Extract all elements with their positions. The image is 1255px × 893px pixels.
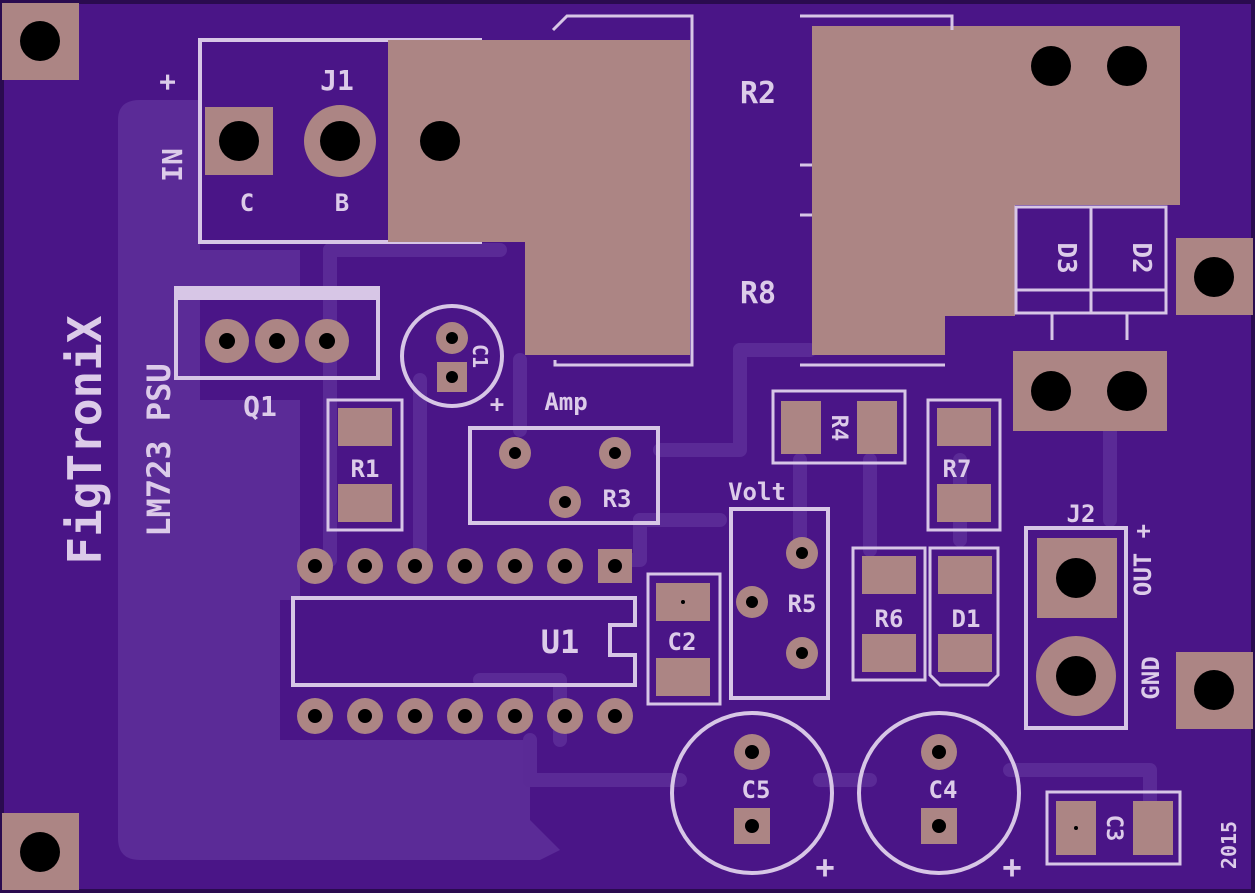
copper-traces	[323, 243, 1157, 817]
power-resistor-pads	[388, 14, 1180, 367]
r6-label: R6	[875, 605, 904, 633]
j1-connector	[198, 38, 482, 244]
ground-plane	[118, 100, 560, 860]
c2-capacitor	[646, 572, 722, 706]
amp-label: Amp	[544, 388, 587, 416]
j1-c-label: C	[240, 189, 254, 217]
c2-label: C2	[668, 628, 697, 656]
r8-label: R8	[740, 276, 776, 311]
d2-label: D2	[1126, 242, 1156, 273]
c3-capacitor	[1045, 790, 1182, 866]
j1-b-label: B	[335, 189, 349, 217]
d2-d3-diodes	[1013, 205, 1168, 431]
u1-label: U1	[541, 623, 580, 661]
d1-label: D1	[952, 605, 981, 633]
out-plus-label: OUT +	[1129, 524, 1157, 596]
q1-transistor	[174, 286, 380, 380]
r2-label: R2	[740, 76, 776, 111]
in-plus-label: +	[150, 74, 183, 91]
r6-resistor	[851, 546, 927, 682]
d3-label: D3	[1051, 242, 1081, 273]
j2-label: J2	[1067, 500, 1096, 528]
r3-trimmer	[468, 426, 660, 525]
r7-label: R7	[943, 455, 972, 483]
r1-label: R1	[351, 455, 380, 483]
c1-label: C1	[468, 344, 492, 368]
c5-plus-label: +	[815, 848, 834, 886]
j1-label: J1	[320, 64, 354, 97]
silkscreen-labels: FigTroniX LM723 PSU 2015 J1 C B + IN Q1 …	[58, 64, 1241, 886]
c4-plus-label: +	[1002, 848, 1021, 886]
c4-capacitor	[857, 711, 1021, 875]
in-label: IN	[156, 148, 189, 182]
product-label: LM723 PSU	[140, 363, 178, 536]
q1-label: Q1	[243, 390, 277, 423]
c1-capacitor	[400, 304, 504, 408]
r4-resistor	[771, 389, 907, 465]
d1-diode	[928, 546, 1000, 687]
year-label: 2015	[1217, 821, 1241, 869]
r5-trimmer	[729, 507, 830, 700]
u1-ic	[291, 548, 637, 734]
volt-label: Volt	[728, 478, 786, 506]
r4-label: R4	[826, 415, 851, 442]
j2-connector	[1024, 526, 1128, 730]
c1-plus-label: +	[490, 390, 504, 418]
c5-capacitor	[670, 711, 834, 875]
mounting-holes	[2, 3, 1253, 890]
r7-resistor	[926, 398, 1002, 532]
c3-label: C3	[1101, 815, 1126, 842]
c5-label: C5	[742, 776, 771, 804]
gnd-label: GND	[1137, 656, 1165, 699]
c4-label: C4	[929, 776, 958, 804]
r1-resistor	[326, 398, 404, 532]
r3-label: R3	[603, 485, 632, 513]
r5-label: R5	[788, 590, 817, 618]
brand-label: FigTroniX	[58, 315, 112, 565]
